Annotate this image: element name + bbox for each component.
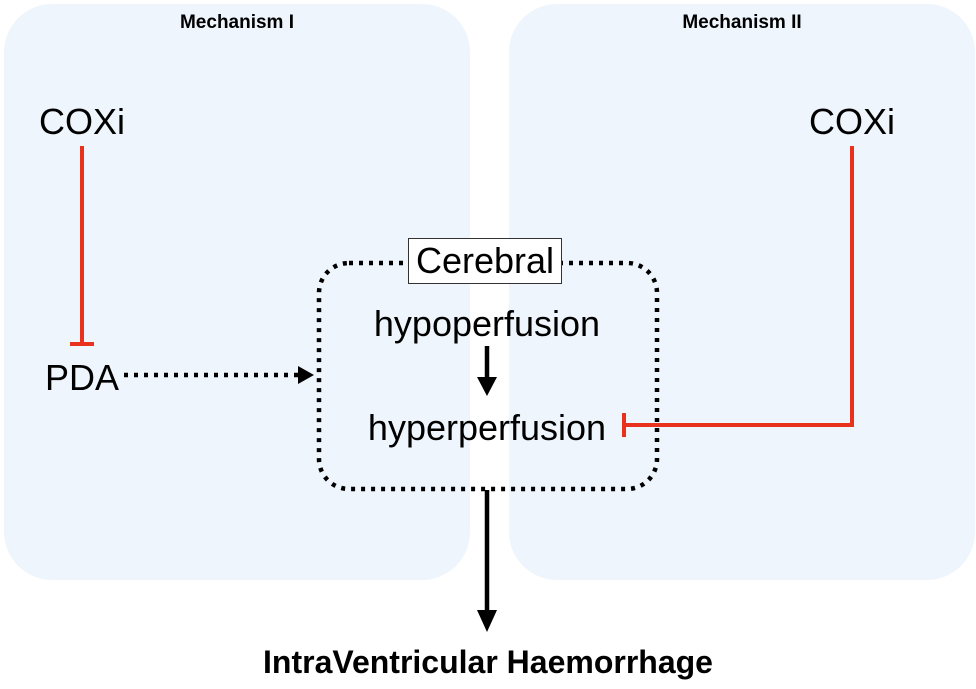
hyperperfusion-node: hyperperfusion: [367, 407, 607, 448]
pda-node: PDA: [44, 357, 120, 398]
mechanism-ii-title: Mechanism II: [682, 12, 802, 33]
mechanism-i-title: Mechanism I: [179, 12, 295, 33]
hypo-to-hyper-arrow: [477, 346, 497, 396]
hypoperfusion-node: hypoperfusion: [373, 303, 601, 344]
coxi-node-left: COXi: [38, 101, 126, 142]
mechanism-ii-panel: [509, 4, 975, 580]
coxi-inhibits-hyperperfusion-connector: [622, 146, 854, 437]
coxi-node-right: COXi: [808, 101, 896, 142]
cerebral-label: Cerebral: [408, 238, 562, 284]
cerebral-to-ivh-arrow: [477, 490, 497, 632]
pda-to-cerebral-arrow: [124, 366, 314, 384]
ivh-outcome: IntraVentricular Haemorrhage: [263, 644, 713, 680]
coxi-inhibits-pda-connector: [70, 146, 94, 346]
